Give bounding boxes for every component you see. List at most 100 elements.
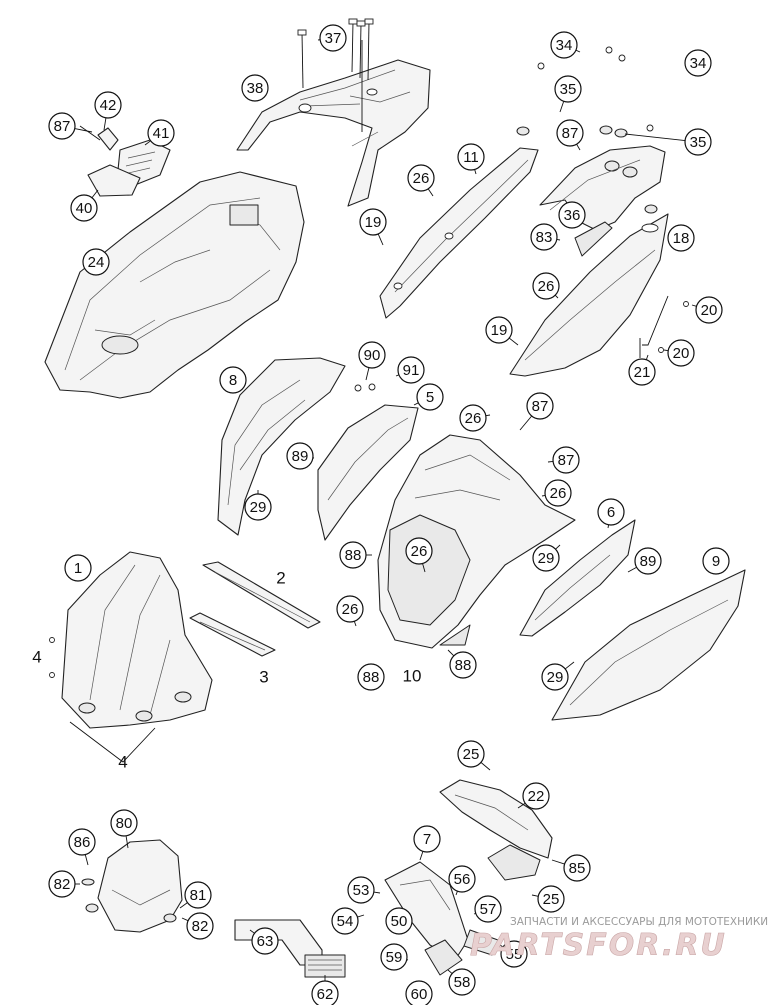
- label-4-left: 4: [32, 648, 41, 667]
- callout-circle: [405, 980, 433, 1005]
- callout-circle: [544, 479, 572, 507]
- leader-line: [181, 917, 189, 922]
- callout-circle: [597, 498, 625, 526]
- leader-line: [547, 460, 554, 463]
- part-62-reflector: [304, 954, 346, 978]
- callout-number: 87: [562, 125, 579, 142]
- label-4-bottom: 4: [118, 753, 127, 772]
- callout-88c: 88: [447, 649, 477, 679]
- callout-number: 26: [465, 410, 482, 427]
- leader-line: [517, 802, 526, 809]
- callout-circle: [405, 537, 433, 565]
- callout-19b: 19: [485, 316, 519, 346]
- callout-40: 40: [70, 189, 99, 222]
- part-38-rear-carrier: [236, 59, 431, 207]
- leader-line: [179, 902, 188, 909]
- part-9-fairing-side-right: [551, 569, 746, 721]
- callout-circle: [48, 870, 76, 898]
- callout-38: 38: [241, 74, 269, 102]
- callout-number: 36: [564, 207, 581, 224]
- callout-circle: [110, 809, 138, 837]
- callout-29a: 29: [244, 490, 272, 521]
- callout-number: 20: [701, 302, 718, 319]
- callout-59: 59: [380, 943, 409, 971]
- leader-line: [74, 128, 93, 133]
- callout-number: 18: [673, 230, 690, 247]
- callout-20b: 20: [663, 339, 695, 367]
- part-34-35-hardware: [516, 46, 658, 214]
- callout-63: 63: [249, 927, 279, 955]
- callout-80: 80: [110, 809, 138, 849]
- callout-35b: 35: [624, 128, 712, 156]
- callout-number: 26: [411, 543, 428, 560]
- callout-number: 82: [192, 918, 209, 935]
- callout-81: 81: [179, 881, 212, 909]
- callout-circle: [70, 194, 98, 222]
- callout-circle: [413, 825, 441, 853]
- callout-number: 53: [353, 882, 370, 899]
- callout-circle: [244, 493, 272, 521]
- callout-number: 21: [634, 364, 651, 381]
- callout-circle: [532, 272, 560, 300]
- callout-86: 86: [68, 828, 96, 866]
- callout-number: 25: [543, 891, 560, 908]
- watermark-text: ЗАПЧАСТИ И АКСЕССУАРЫ ДЛЯ МОТОТЕХНИКИ: [510, 916, 768, 928]
- callout-90: 90: [358, 341, 386, 381]
- callout-53: 53: [347, 876, 381, 904]
- callout-number: 80: [116, 815, 133, 832]
- leader-line: [447, 969, 453, 974]
- callout-88b: 88: [357, 663, 385, 691]
- part-37-bolts: [297, 18, 374, 132]
- callout-9: 9: [702, 547, 730, 575]
- part-85-bracket: [487, 844, 541, 881]
- part-24-rear-fender: [44, 171, 305, 399]
- callout-number: 19: [491, 322, 508, 339]
- callout-25b: 25: [531, 885, 565, 913]
- leader-line: [357, 914, 365, 918]
- callout-circle: [684, 49, 712, 77]
- callout-20a: 20: [691, 296, 723, 324]
- callout-circle: [359, 208, 387, 236]
- callout-circle: [537, 885, 565, 913]
- callout-number: 37: [325, 30, 342, 47]
- callout-83: 83: [530, 223, 561, 251]
- callout-number: 82: [54, 876, 71, 893]
- label-10: 10: [403, 667, 422, 686]
- callout-circle: [522, 782, 550, 810]
- callout-89b: 89: [627, 547, 662, 575]
- callout-circle: [563, 854, 591, 882]
- part-80-screen: [81, 839, 183, 933]
- leader-line: [91, 189, 99, 199]
- callout-number: 60: [411, 986, 428, 1003]
- callout-number: 89: [292, 448, 309, 465]
- part-50-plate-holder: [384, 861, 499, 976]
- leader-line: [627, 566, 637, 573]
- callout-circle: [702, 547, 730, 575]
- callout-number: 63: [257, 933, 274, 950]
- callout-87c: 87: [519, 392, 554, 431]
- callout-87d: 87: [547, 446, 580, 474]
- leader-line: [531, 894, 539, 897]
- callout-circle: [380, 943, 408, 971]
- callout-5: 5: [413, 383, 444, 411]
- callout-number: 35: [690, 134, 707, 151]
- part-5-inner-panel: [317, 383, 419, 541]
- leader-line: [575, 49, 581, 53]
- callout-87b: 87: [556, 119, 584, 151]
- callout-87a: 87: [48, 112, 93, 140]
- callout-29c: 29: [541, 661, 575, 691]
- callout-82a: 82: [48, 870, 80, 898]
- callout-circle: [449, 651, 477, 679]
- callout-54: 54: [331, 907, 365, 935]
- callout-circle: [667, 224, 695, 252]
- callout-56: 56: [448, 865, 476, 896]
- callout-58: 58: [447, 968, 476, 996]
- callout-circle: [147, 119, 175, 147]
- callout-circle: [82, 248, 110, 276]
- callout-number: 41: [153, 125, 170, 142]
- callout-26f: 26: [336, 595, 364, 627]
- callout-circle: [184, 881, 212, 909]
- callout-circle: [459, 404, 487, 432]
- callout-number: 35: [560, 81, 577, 98]
